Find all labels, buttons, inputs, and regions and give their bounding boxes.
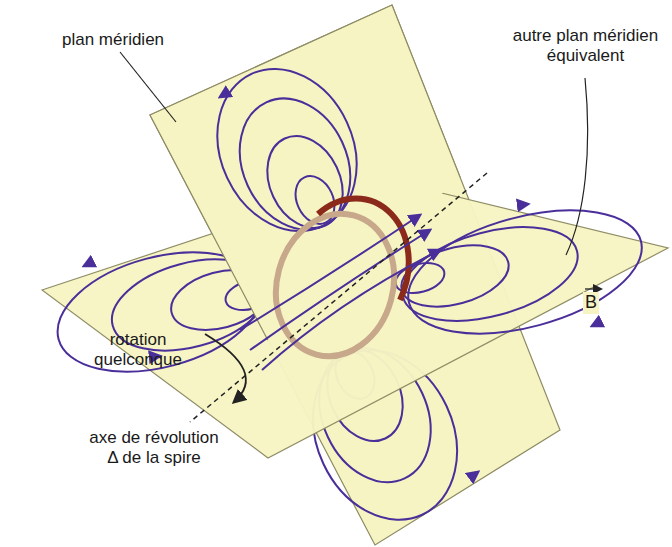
plane-label: plan méridien	[62, 30, 164, 50]
meridian-plane	[150, 5, 560, 545]
field-arrow	[84, 92, 600, 478]
leader-line	[566, 78, 588, 255]
plane-label: autre plan méridien équivalent	[498, 26, 672, 67]
vector-arrow	[585, 288, 601, 289]
field-lines	[192, 46, 383, 254]
rotation-label: rotation quelconque	[78, 330, 198, 371]
leader-line	[120, 52, 176, 122]
field-symbol: B	[583, 292, 599, 314]
rotation-arrow	[205, 334, 246, 402]
axis-label: axe de révolution Δ de la spire	[84, 428, 224, 469]
current-loop	[260, 200, 409, 369]
axis-line	[190, 173, 487, 422]
